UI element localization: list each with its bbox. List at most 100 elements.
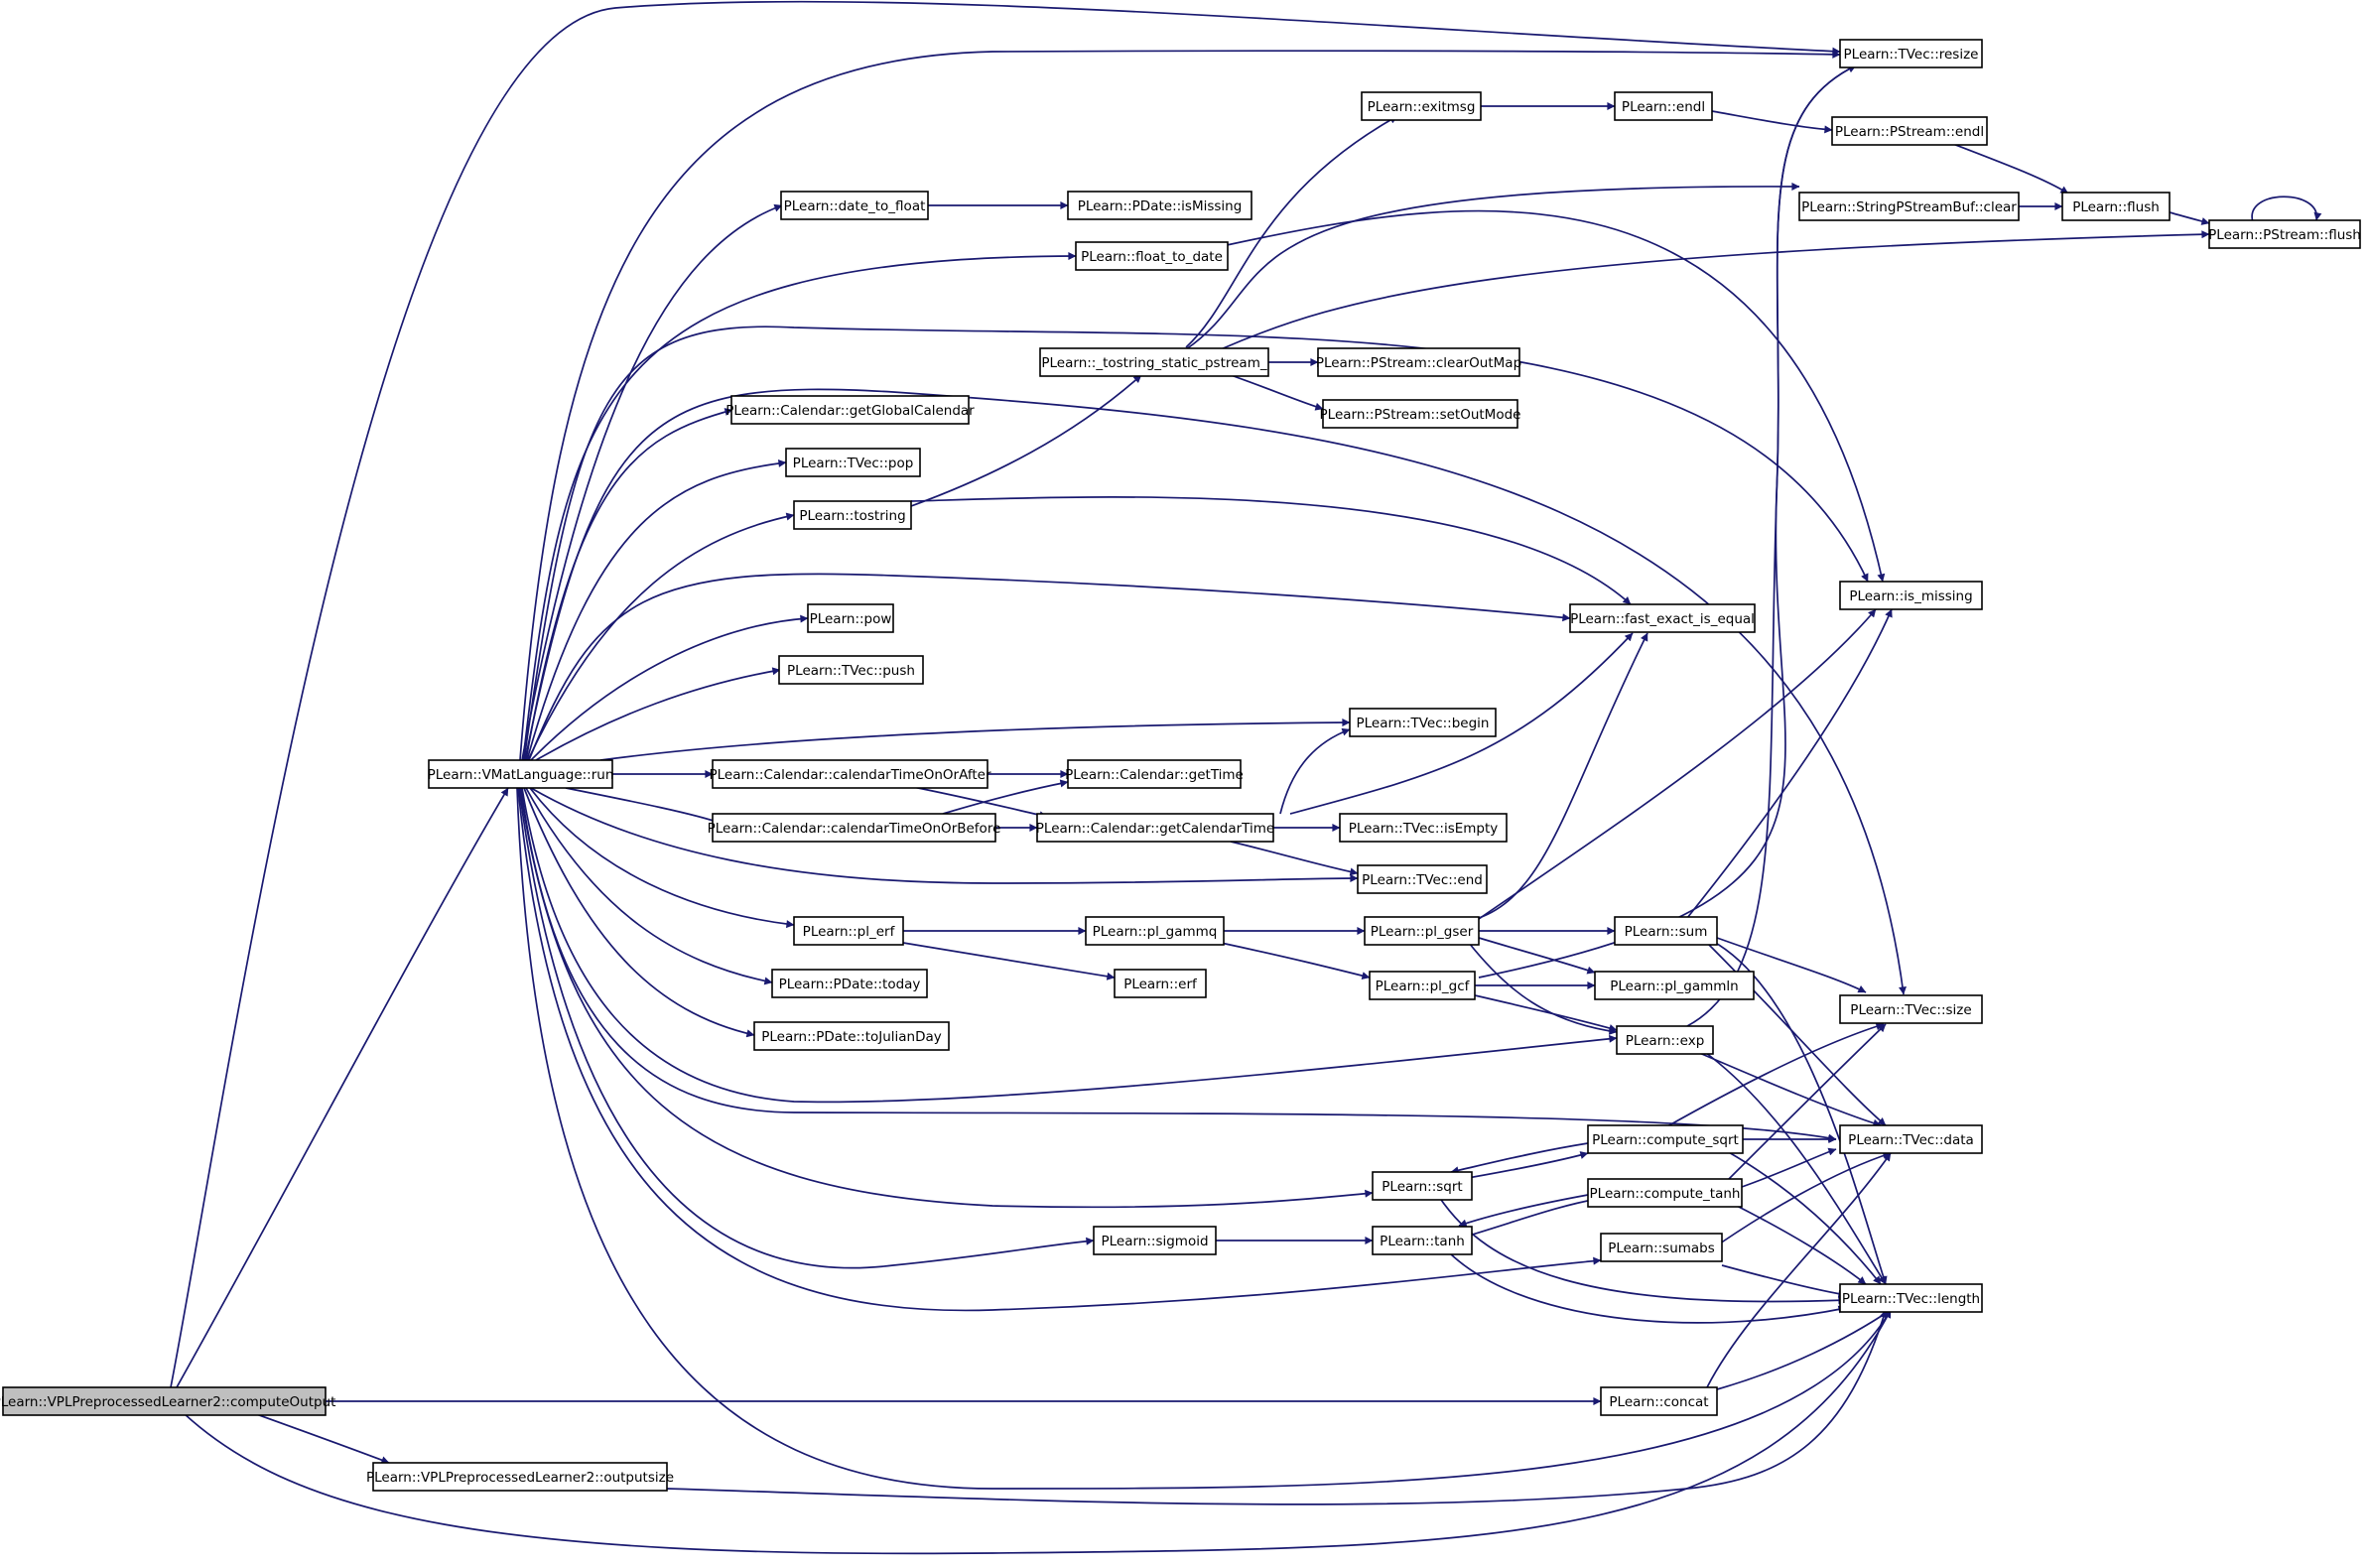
- node-pl-gammln[interactable]: PLearn::pl_gammln: [1594, 971, 1755, 1000]
- node-pstream-endl[interactable]: PLearn::PStream::endl: [1831, 116, 1988, 146]
- node-cal-before[interactable]: PLearn::Calendar::calendarTimeOnOrBefore: [708, 813, 1001, 843]
- edge-sum-data: [1706, 942, 1887, 1126]
- node-tvec-size[interactable]: PLearn::TVec::size: [1839, 994, 1983, 1024]
- node-vmat-run[interactable]: PLearn::VMatLanguage::run: [428, 759, 614, 789]
- node-label: PLearn::TVec::length: [1842, 1291, 1980, 1307]
- edge-tostring-static-clear: [1185, 182, 1800, 350]
- edge-compute-sqrt-sqrt: [1450, 1142, 1589, 1175]
- node-pow[interactable]: PLearn::pow: [807, 603, 894, 633]
- node-label: PLearn::exp: [1626, 1033, 1705, 1049]
- node-sum[interactable]: PLearn::sum: [1614, 916, 1718, 946]
- node-tvec-end[interactable]: PLearn::TVec::end: [1357, 864, 1488, 894]
- node-tvec-data[interactable]: PLearn::TVec::data: [1839, 1124, 1983, 1154]
- node-sqrt[interactable]: PLearn::sqrt: [1372, 1171, 1473, 1201]
- node-pdate-today[interactable]: PLearn::PDate::today: [771, 969, 928, 998]
- node-pl-gammq[interactable]: PLearn::pl_gammq: [1085, 916, 1225, 946]
- node-sumabs[interactable]: PLearn::sumabs: [1600, 1233, 1723, 1262]
- node-setoutmode[interactable]: PLearn::PStream::setOutMode: [1320, 399, 1521, 429]
- node-tvec-push[interactable]: PLearn::TVec::push: [778, 655, 924, 685]
- edge-gser-fast-exact: [1478, 632, 1648, 919]
- node-pl-erf[interactable]: PLearn::pl_erf: [793, 916, 904, 946]
- node-float-to-date[interactable]: PLearn::float_to_date: [1075, 241, 1229, 271]
- node-pl-gser[interactable]: PLearn::pl_gser: [1364, 916, 1480, 946]
- node-stringbuf-clear[interactable]: PLearn::StringPStreamBuf::clear: [1798, 192, 2020, 221]
- edge-run-sumabs: [517, 787, 1602, 1312]
- node-box: [1569, 603, 1756, 633]
- node-tostring-static[interactable]: PLearn::_tostring_static_pstream_: [1039, 347, 1269, 377]
- node-pdate-ismissing[interactable]: PLearn::PDate::isMissing: [1067, 191, 1252, 220]
- node-label: PLearn::sum: [1625, 924, 1708, 940]
- node-compute-sqrt[interactable]: PLearn::compute_sqrt: [1587, 1124, 1744, 1154]
- node-tvec-pop[interactable]: PLearn::TVec::pop: [785, 448, 921, 477]
- edge-run-tostring: [527, 512, 795, 761]
- node-box: [793, 916, 904, 946]
- node-label: PLearn::sumabs: [1608, 1241, 1715, 1256]
- node-pstream-flush[interactable]: PLearn::PStream::flush: [2208, 219, 2361, 249]
- edge-run-getglobalcalendar: [525, 408, 733, 761]
- node-label: PLearn::TVec::data: [1848, 1132, 1974, 1148]
- edge-run-date-to-float: [521, 203, 783, 761]
- node-label: PLearn::Calendar::calendarTimeOnOrBefore: [708, 821, 1001, 837]
- edge-getcaltime-begin: [1279, 727, 1351, 815]
- edge-computeoutput-outputsize: [247, 1410, 390, 1465]
- node-date-to-float[interactable]: PLearn::date_to_float: [780, 191, 929, 220]
- edge-float-to-date-is-missing: [1226, 209, 1886, 583]
- edge-run-pow: [530, 614, 809, 761]
- edge-pstream-flush-self: [2251, 196, 2322, 223]
- node-pdate-tojulian[interactable]: PLearn::PDate::toJulianDay: [753, 1021, 950, 1051]
- node-label: PLearn::PDate::isMissing: [1078, 198, 1243, 214]
- edge-compute-tanh-data: [1741, 1147, 1837, 1188]
- node-is-missing[interactable]: PLearn::is_missing: [1839, 581, 1983, 610]
- node-cal-getcaltime[interactable]: PLearn::Calendar::getCalendarTime: [1036, 813, 1274, 843]
- node-box: [1594, 971, 1755, 1000]
- node-erf[interactable]: PLearn::erf: [1114, 969, 1207, 998]
- edge-run-cal-before: [565, 787, 724, 826]
- node-fast-exact[interactable]: PLearn::fast_exact_is_equal: [1569, 603, 1756, 633]
- node-tvec-resize[interactable]: PLearn::TVec::resize: [1839, 39, 1983, 68]
- node-box: [1839, 1124, 1983, 1154]
- edge-tostring-static-setoutmode: [1230, 374, 1324, 411]
- node-sigmoid[interactable]: PLearn::sigmoid: [1093, 1226, 1217, 1255]
- node-box: [372, 1462, 668, 1492]
- node-tvec-begin[interactable]: PLearn::TVec::begin: [1349, 708, 1497, 737]
- node-tanh[interactable]: PLearn::tanh: [1372, 1226, 1473, 1255]
- edge-run-today: [525, 787, 773, 985]
- node-concat[interactable]: PLearn::concat: [1600, 1386, 1718, 1416]
- node-pl-gcf[interactable]: PLearn::pl_gcf: [1369, 971, 1476, 1000]
- node-label: PLearn::TVec::push: [787, 663, 915, 679]
- node-box: [1372, 1226, 1473, 1255]
- node-tvec-isempty[interactable]: PLearn::TVec::isEmpty: [1339, 813, 1508, 843]
- node-label: PLearn::TVec::begin: [1357, 716, 1490, 731]
- node-box: [1361, 91, 1482, 121]
- node-cal-gettime[interactable]: PLearn::Calendar::getTime: [1065, 759, 1244, 789]
- edge-tostring-static-pstream-flush: [1220, 230, 2210, 350]
- node-label: PLearn::date_to_float: [784, 198, 926, 214]
- node-label: PLearn::pow: [810, 611, 892, 627]
- node-box: [793, 500, 912, 530]
- node-tostring[interactable]: PLearn::tostring: [793, 500, 912, 530]
- edge-tostring-static-exitmsg: [1185, 115, 1398, 348]
- edge-tanh-compute-tanh: [1468, 1196, 1599, 1237]
- edge-run-push: [535, 667, 781, 761]
- edge-gser-exp: [1468, 942, 1618, 1035]
- node-box: [771, 969, 928, 998]
- node-exp[interactable]: PLearn::exp: [1616, 1025, 1714, 1055]
- node-computeOutput[interactable]: PLearn::VPLPreprocessedLearner2::compute…: [0, 1386, 335, 1416]
- node-flush[interactable]: PLearn::flush: [2061, 192, 2171, 221]
- node-getglobalcalendar[interactable]: PLearn::Calendar::getGlobalCalendar: [725, 395, 975, 425]
- edge-tostring-tostring-static: [910, 374, 1142, 507]
- node-box: [1317, 347, 1520, 377]
- node-label: PLearn::compute_sqrt: [1592, 1132, 1739, 1148]
- node-exitmsg[interactable]: PLearn::exitmsg: [1361, 91, 1482, 121]
- node-tvec-length[interactable]: PLearn::TVec::length: [1839, 1283, 1983, 1313]
- node-box: [2061, 192, 2171, 221]
- node-box: [1839, 39, 1983, 68]
- edge-gammq-gcf: [1220, 942, 1371, 980]
- node-cal-after[interactable]: PLearn::Calendar::calendarTimeOnOrAfter: [709, 759, 991, 789]
- node-compute-tanh[interactable]: PLearn::compute_tanh: [1587, 1178, 1743, 1208]
- node-endl[interactable]: PLearn::endl: [1614, 91, 1713, 121]
- node-box: [1067, 191, 1252, 220]
- node-outputsize[interactable]: PLearn::VPLPreprocessedLearner2::outputs…: [366, 1462, 674, 1492]
- node-clearoutmap[interactable]: PLearn::PStream::clearOutMap: [1316, 347, 1521, 377]
